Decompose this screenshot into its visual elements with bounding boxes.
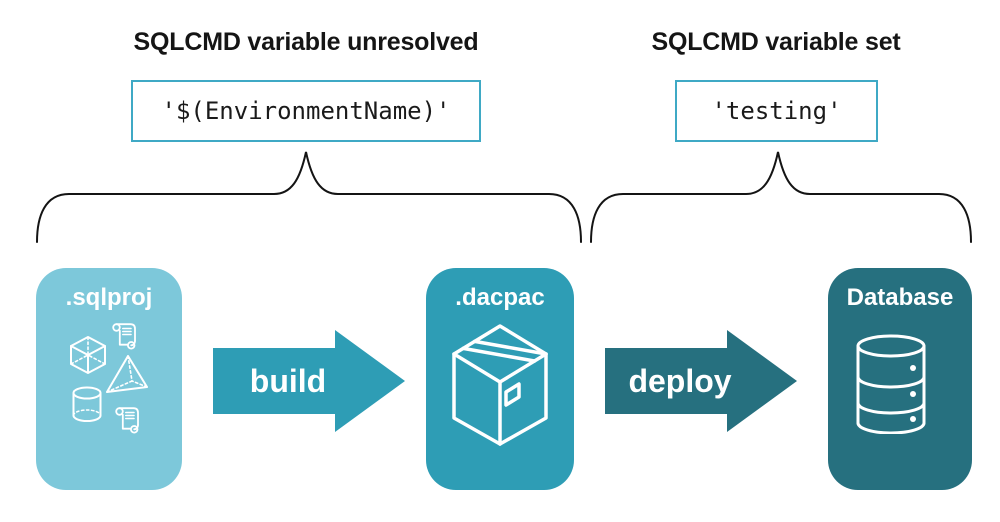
- stage-dacpac-label: .dacpac: [455, 284, 545, 311]
- deploy-arrow-shape: [605, 330, 797, 432]
- code-value-unresolved: '$(EnvironmentName)': [161, 97, 451, 125]
- build-arrow-shape: [213, 330, 405, 432]
- code-box-set: 'testing': [675, 80, 878, 142]
- build-arrow: build: [213, 330, 405, 432]
- right-brace: [590, 151, 972, 243]
- stage-database: Database: [828, 268, 972, 490]
- script-icon: [115, 407, 139, 434]
- heading-unresolved: SQLCMD variable unresolved: [133, 28, 479, 56]
- package-box-icon: [452, 324, 548, 446]
- stage-sqlproj: .sqlproj: [36, 268, 182, 490]
- code-value-set: 'testing': [711, 97, 842, 125]
- cube-icon: [70, 336, 106, 374]
- code-box-unresolved: '$(EnvironmentName)': [131, 80, 481, 142]
- database-cylinder-icon: [856, 334, 926, 434]
- build-arrow-label: build: [249, 362, 327, 399]
- stage-sqlproj-label: .sqlproj: [65, 284, 153, 311]
- script-icon: [112, 323, 136, 350]
- stage-dacpac: .dacpac: [426, 268, 574, 490]
- stage-database-label: Database: [846, 284, 954, 311]
- heading-set: SQLCMD variable set: [651, 28, 901, 56]
- deploy-arrow: deploy: [605, 330, 797, 432]
- pyramid-icon: [106, 355, 148, 393]
- left-brace: [36, 151, 582, 243]
- cylinder-icon: [72, 386, 102, 422]
- deploy-arrow-label: deploy: [628, 362, 732, 399]
